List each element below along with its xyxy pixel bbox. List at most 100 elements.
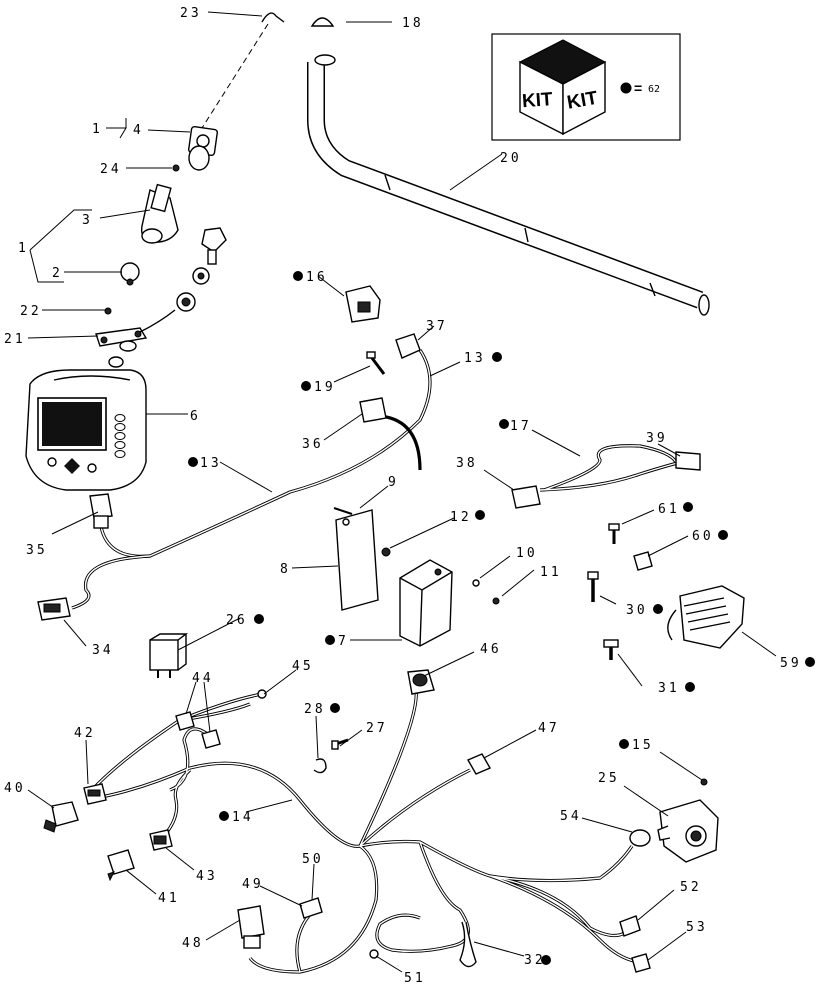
callout-30: 30 bbox=[626, 603, 648, 618]
connector-41 bbox=[107, 849, 135, 882]
kit-box-left-text: KIT bbox=[521, 89, 553, 112]
callout-59: 59 bbox=[780, 656, 802, 671]
callout-14: 14 bbox=[232, 810, 254, 825]
part-4-mount bbox=[172, 126, 218, 172]
callout-61: 61 bbox=[658, 502, 680, 517]
connector-47 bbox=[467, 753, 491, 775]
callout-40: 40 bbox=[4, 781, 26, 796]
callout-21: 21 bbox=[4, 332, 26, 347]
callout-11: 11 bbox=[540, 565, 562, 580]
callout-50: 50 bbox=[302, 852, 324, 867]
connector-39 bbox=[675, 451, 701, 471]
part-8-plate bbox=[335, 509, 379, 611]
callout-6: 6 bbox=[190, 409, 201, 424]
part-26-relay bbox=[149, 633, 189, 678]
callout-38: 38 bbox=[456, 456, 478, 471]
leader-lines bbox=[27, 11, 777, 973]
callout-7: 7 bbox=[338, 634, 349, 649]
harness-13 bbox=[71, 349, 432, 610]
callout-31: 31 bbox=[658, 681, 680, 696]
callout-25: 25 bbox=[598, 771, 620, 786]
part-30-bolt bbox=[587, 571, 599, 602]
callout-51: 51 bbox=[404, 971, 426, 986]
connector-34 bbox=[37, 597, 71, 621]
callout-34: 34 bbox=[92, 643, 114, 658]
callout-12: 12 bbox=[450, 510, 472, 525]
callout-13b: 13 bbox=[200, 456, 222, 471]
callout-24: 24 bbox=[100, 162, 122, 177]
connector-40 bbox=[43, 801, 79, 833]
part-2-ball bbox=[104, 262, 140, 315]
callout-26: 26 bbox=[226, 613, 248, 628]
callout-3: 3 bbox=[82, 213, 93, 228]
part-25-switch bbox=[657, 799, 719, 863]
callout-53: 53 bbox=[686, 920, 708, 935]
callout-36: 36 bbox=[302, 437, 324, 452]
callout-15: 15 bbox=[632, 738, 654, 753]
callout-43: 43 bbox=[196, 869, 218, 884]
callout-44: 44 bbox=[192, 671, 214, 686]
callout-54: 54 bbox=[560, 809, 582, 824]
connector-37 bbox=[395, 333, 421, 359]
part-32-tie bbox=[459, 921, 477, 968]
callout-9: 9 bbox=[388, 475, 399, 490]
connector-43 bbox=[149, 829, 173, 851]
connector-36 bbox=[359, 397, 387, 423]
kit-ref: 62 bbox=[648, 84, 660, 95]
connector-50 bbox=[299, 897, 323, 919]
callout-42: 42 bbox=[74, 726, 96, 741]
part-11-nut bbox=[492, 597, 500, 605]
callout-49: 49 bbox=[242, 877, 264, 892]
callout-47: 47 bbox=[538, 721, 560, 736]
callout-39: 39 bbox=[646, 431, 668, 446]
callout-28: 28 bbox=[304, 702, 326, 717]
part-28-clip bbox=[313, 758, 327, 774]
callout-23: 23 bbox=[180, 6, 202, 21]
part-60-fuse bbox=[633, 551, 653, 571]
callout-37: 37 bbox=[426, 319, 448, 334]
connector-52 bbox=[619, 915, 641, 937]
part-12-nut bbox=[381, 547, 391, 557]
callout-2: 2 bbox=[52, 266, 63, 281]
part-16-connector bbox=[345, 285, 381, 323]
part-knob bbox=[176, 227, 227, 312]
callout-18: 18 bbox=[402, 16, 424, 31]
connector-48 bbox=[237, 905, 265, 949]
kit-equals: = bbox=[634, 80, 642, 96]
connector-44b bbox=[201, 729, 221, 749]
connector-46 bbox=[407, 669, 435, 695]
part-19-bolt bbox=[366, 351, 386, 375]
callout-48: 48 bbox=[182, 936, 204, 951]
kit-legend: KIT KIT = 62 bbox=[491, 33, 681, 141]
kit-dots bbox=[188, 271, 815, 965]
part-23-clip bbox=[201, 12, 285, 129]
part-7-module bbox=[399, 559, 453, 647]
part-31-bolt bbox=[603, 639, 619, 660]
callout-45: 45 bbox=[292, 659, 314, 674]
harness-17 bbox=[539, 444, 683, 492]
part-9-screw bbox=[333, 507, 353, 515]
callout-20: 20 bbox=[500, 151, 522, 166]
callout-22: 22 bbox=[20, 304, 42, 319]
part-59-connector bbox=[667, 585, 745, 649]
callout-10: 10 bbox=[516, 546, 538, 561]
part-20-hose bbox=[307, 54, 710, 316]
callout-16: 16 bbox=[306, 270, 328, 285]
connector-35 bbox=[89, 493, 113, 529]
part-3-bracket bbox=[140, 183, 179, 244]
callout-19: 19 bbox=[314, 380, 336, 395]
connector-38 bbox=[511, 485, 541, 509]
connector-53 bbox=[631, 953, 651, 973]
callout-17: 17 bbox=[510, 419, 532, 434]
callout-8: 8 bbox=[280, 562, 291, 577]
connector-42 bbox=[83, 783, 107, 805]
ring-45 bbox=[257, 689, 267, 699]
callout-32: 32 bbox=[524, 953, 546, 968]
part-18-cap bbox=[310, 17, 335, 27]
part-61-screw bbox=[608, 523, 620, 544]
part-27-screw bbox=[331, 738, 349, 750]
callout-1b: 1 bbox=[18, 241, 29, 256]
part-6-display bbox=[25, 369, 147, 491]
connector-54 bbox=[629, 829, 651, 847]
